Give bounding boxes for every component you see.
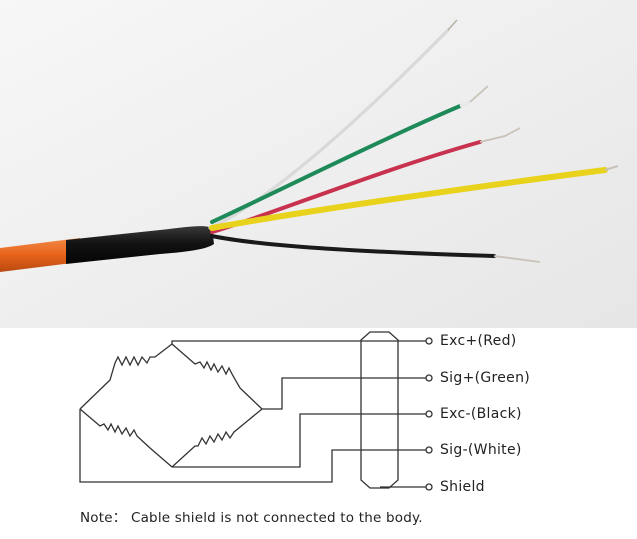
wire-sig-minus (79, 409, 426, 483)
label-shield: Shield (440, 479, 485, 495)
orange-jacket (0, 238, 80, 272)
shield-tube (360, 331, 399, 489)
cable-photo (0, 0, 637, 328)
green-wire-tip (469, 85, 489, 103)
label-sig-minus: Sig-(White) (440, 442, 522, 458)
white-wire-tip (447, 19, 458, 31)
label-exc-minus: Exc-(Black) (440, 406, 522, 422)
wire-sig-plus (262, 377, 426, 410)
resistor-top-right (171, 343, 263, 410)
wire-exc-plus (171, 340, 426, 344)
resistor-bottom-right (171, 408, 263, 468)
yellow-wire-tip (604, 165, 619, 171)
green-wire (210, 104, 462, 224)
red-wire-tip (479, 127, 521, 143)
wiring-diagram (79, 331, 433, 491)
resistor-top-left (79, 343, 173, 410)
photo-background (0, 0, 637, 328)
terminal-sig-plus (425, 374, 433, 382)
black-wire (210, 234, 496, 258)
terminal-exc-plus (425, 337, 433, 345)
white-wire (208, 28, 450, 230)
black-sleeve (66, 226, 214, 264)
green-wire-insulation-end (459, 100, 471, 108)
note-text: Note： Cable shield is not connected to t… (80, 510, 423, 526)
wire-exc-minus (172, 413, 426, 468)
terminal-sig-minus (425, 446, 433, 454)
label-exc-plus: Exc+(Red) (440, 333, 517, 349)
terminal-exc-minus (425, 410, 433, 418)
yellow-wire (209, 167, 608, 231)
resistor-bottom-left (79, 408, 173, 468)
black-wire-tip (493, 255, 541, 263)
terminal-shield (425, 483, 433, 491)
label-sig-plus: Sig+(Green) (440, 370, 531, 386)
